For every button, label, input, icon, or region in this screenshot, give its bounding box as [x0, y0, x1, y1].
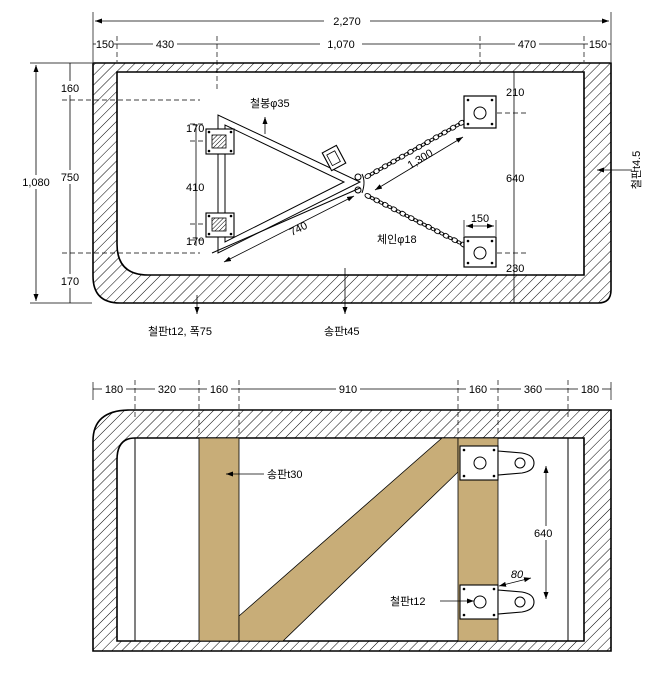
chain-link: [449, 124, 457, 131]
lug-plate-top: [459, 445, 535, 481]
dim-frame-side: 740: [288, 220, 310, 239]
dim-top-5: 150: [589, 39, 607, 51]
dim-top-3: 1,070: [327, 39, 355, 51]
chain-link: [438, 231, 445, 236]
right-anchor-plate-top: [463, 95, 497, 129]
dim-overall-height: 1,080: [22, 177, 50, 189]
dim-right-top: 210: [506, 87, 524, 99]
label-chain: 체인φ18: [377, 233, 417, 246]
frame-anchor-plate-bottom: [205, 212, 235, 238]
dim-left-c: 170: [61, 276, 79, 288]
chain-link: [445, 127, 452, 133]
chain-link: [369, 171, 376, 176]
chain-link: [454, 123, 461, 128]
dim-150-plate: 150: [463, 213, 497, 236]
dim-b3: 160: [210, 384, 228, 396]
right-anchor-plate-bottom: [463, 236, 497, 268]
dim-diagonal: 1,300: [406, 147, 436, 171]
right-dimensions: 210 640 230: [497, 72, 528, 303]
chain-link: [399, 210, 407, 217]
dim-frame-middle: 410: [186, 182, 204, 194]
dim-b4: 910: [339, 384, 357, 396]
chain-upper: [364, 115, 474, 179]
chain-link: [447, 235, 454, 241]
chain-link: [390, 206, 398, 213]
dim-left-a: 160: [61, 83, 79, 95]
bottom-dim-80: 80: [498, 569, 532, 587]
dim-bottom-vertical: 640: [534, 528, 552, 540]
wood-planks: [198, 437, 499, 642]
top-view-hatched-wall: [93, 63, 611, 303]
chain-link: [442, 232, 450, 239]
dim-left-b: 750: [61, 172, 79, 184]
bottom-wood-callout: 송판t45: [324, 268, 360, 338]
chain-shackles: [354, 173, 365, 194]
rod-callout: 철봉φ35: [250, 97, 290, 134]
dim-b1: 180: [105, 384, 123, 396]
chain-link: [364, 193, 372, 199]
dim-b5: 160: [469, 384, 487, 396]
dim-top-4: 470: [518, 39, 536, 51]
dim-frame-upper: 170: [186, 123, 204, 135]
chain-link: [412, 218, 419, 223]
label-wood-bottom: 송판t45: [324, 325, 360, 338]
chain-link: [433, 228, 441, 235]
chain-link: [421, 222, 428, 227]
chain-link: [441, 129, 448, 136]
plate-callout: 철판t12: [390, 595, 474, 608]
bottom-view: 180 320 160 910 160 360 180: [92, 380, 612, 652]
dim-top-1: 150: [96, 39, 114, 51]
dim-plate-width: 150: [471, 213, 489, 225]
dim-overall-width: 2,270: [333, 16, 361, 28]
dim-right-bottom: 230: [506, 263, 524, 275]
dim-top-2: 430: [156, 39, 174, 51]
chain-link: [451, 237, 459, 244]
bottom-top-dimensions: 180 320 160 910 160 360 180: [92, 380, 612, 436]
label-plate-bottom: 철판t12, 폭75: [148, 325, 212, 338]
chain-link: [364, 173, 372, 179]
chain-link: [386, 204, 393, 210]
bottom-view-inner-outline: [116, 437, 585, 642]
chain-link: [430, 226, 436, 232]
dim-b7: 180: [581, 384, 599, 396]
chain-link: [425, 224, 433, 230]
left-dimensions: 1,080 160 750 170: [18, 62, 200, 304]
bottom-plate-callout: 철판t12, 폭75: [148, 295, 212, 338]
dim-740: 740: [223, 195, 355, 263]
bottom-view-outer-outline: [92, 409, 612, 652]
dim-lug: 80: [511, 569, 524, 581]
chain-link: [456, 240, 462, 245]
dim-right-middle: 640: [506, 173, 524, 185]
chain-link: [381, 201, 389, 208]
chain-link: [416, 219, 424, 226]
dim-b2: 320: [158, 384, 176, 396]
right-plate-callout: 철판t4.5: [597, 151, 643, 190]
top-view-inner-outline: [116, 71, 585, 276]
bottom-view-hatched-wall: [93, 410, 611, 651]
wood-callout: 송판t30: [226, 468, 303, 481]
clamp-fitting: [321, 144, 347, 172]
lug-plate-bottom: [459, 584, 535, 620]
top-view: 2,270 150 430 1,070 470 150 1,080: [18, 12, 643, 338]
chain-link: [407, 215, 415, 221]
top-view-outer-outline: [92, 62, 612, 304]
chain-link: [378, 200, 384, 205]
wood-plank-left: [198, 437, 240, 642]
label-plate-right: 철판t4.5: [630, 151, 643, 190]
label-plate-bottom-view: 철판t12: [390, 595, 426, 608]
dim-frame-lower: 170: [186, 236, 204, 248]
chain-link: [369, 196, 376, 201]
label-rod: 철봉φ35: [250, 97, 290, 110]
bottom-dim-640: 640: [528, 466, 554, 599]
label-wood-bottom-view: 송판t30: [267, 468, 303, 481]
chain-link: [373, 197, 381, 204]
frame-dimensions: 170 410 170: [186, 123, 206, 248]
top-dimensions: 2,270 150 430 1,070 470 150: [92, 12, 612, 90]
frame-anchor-plate-top: [205, 128, 235, 155]
chain-link: [395, 209, 402, 214]
chain-link: [404, 213, 410, 219]
chain-link: [437, 132, 444, 138]
dim-b6: 360: [524, 384, 542, 396]
